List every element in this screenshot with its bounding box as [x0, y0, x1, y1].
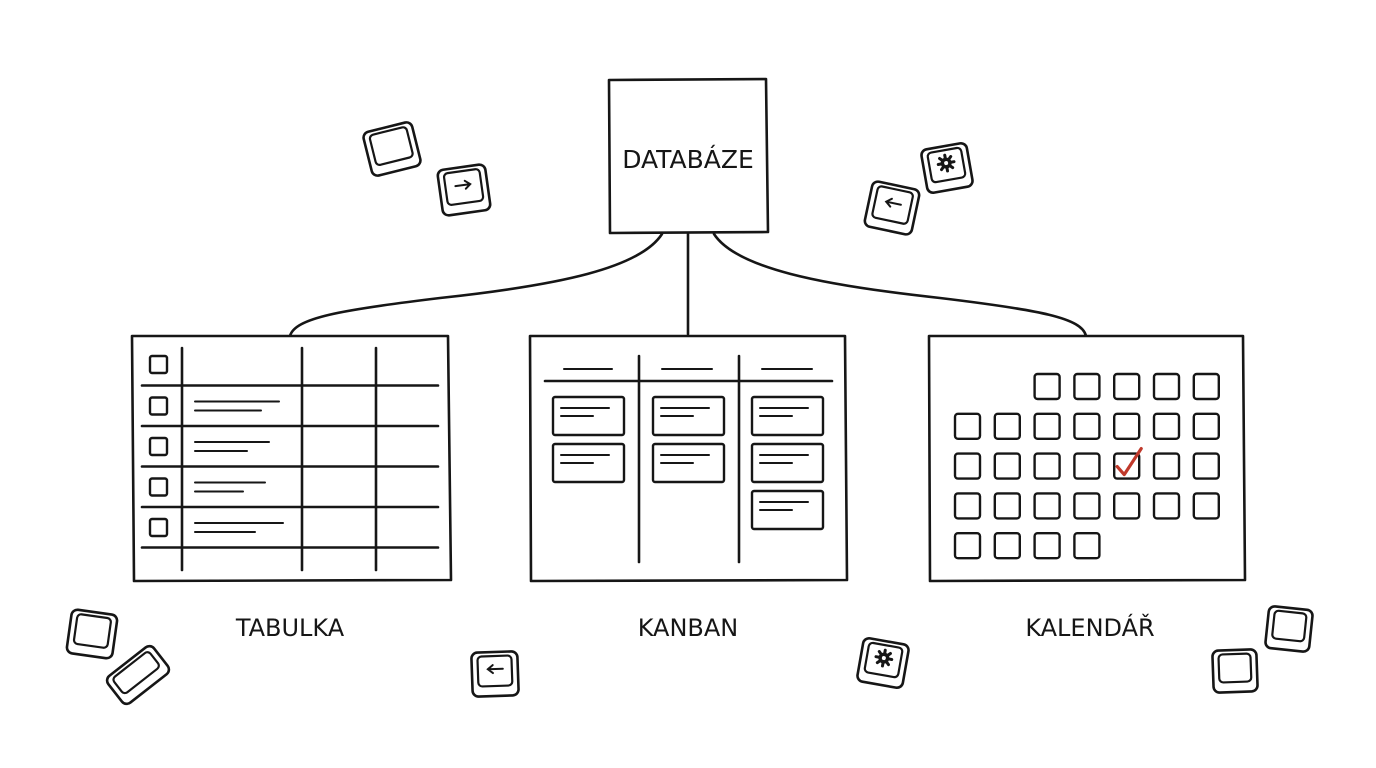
- calendar-day-cell: [1073, 412, 1101, 440]
- kanban-view-label: KANBAN: [638, 614, 739, 642]
- calendar-day-cell: [1192, 372, 1221, 401]
- kanban-view-panel: KANBAN: [528, 334, 849, 642]
- database-node-label: DATABÁZE: [622, 145, 754, 174]
- connector-lines: [288, 232, 1088, 338]
- table-header-checkbox: [148, 354, 169, 375]
- calendar-day-cell: [1033, 412, 1061, 440]
- calendar-day-cell: [1112, 492, 1141, 520]
- table-view-panel: TABULKA: [130, 334, 453, 642]
- calendar-day-cell: [1112, 412, 1141, 440]
- calendar-day-cell: [1152, 492, 1181, 520]
- keycap-top: [871, 185, 914, 225]
- calendar-day-cell: [1033, 372, 1061, 401]
- connector-root-to-table: [288, 232, 664, 338]
- check-mark-icon: [1115, 447, 1143, 477]
- table-row-checkbox: [148, 436, 169, 457]
- table-rows: [140, 354, 440, 549]
- calendar-day-cell: [1073, 532, 1101, 560]
- calendar-day-cell: [1033, 452, 1061, 480]
- calendar-day-cell: [1033, 492, 1061, 520]
- keycap-top: [112, 651, 160, 695]
- table-row-checkbox: [148, 396, 169, 416]
- arrow-left-keycap-icon: [470, 650, 520, 698]
- gear-keycap-icon: [920, 141, 974, 195]
- blank-keycap-icon: [362, 121, 422, 177]
- calendar-day-cell: [1192, 492, 1221, 520]
- calendar-day-cell: [953, 492, 982, 520]
- calendar-day-cell: [1033, 532, 1061, 560]
- calendar-day-cell: [953, 452, 982, 480]
- calendar-day-cell: [1152, 452, 1181, 480]
- gear-hole: [944, 161, 949, 166]
- gear-icon: [874, 648, 894, 668]
- gear-keycap-icon: [856, 636, 910, 690]
- calendar-day-cell: [953, 532, 982, 560]
- arrow-left-icon: [884, 197, 902, 208]
- keycap-top: [368, 126, 414, 166]
- arrow-right-icon: [454, 179, 472, 190]
- table-view-label: TABULKA: [235, 614, 345, 642]
- calendar-days: [953, 372, 1221, 560]
- calendar-view-label: KALENDÁŘ: [1025, 613, 1154, 642]
- table-row-checkbox: [148, 517, 169, 538]
- calendar-view-panel: KALENDÁŘ: [927, 334, 1247, 642]
- calendar-day-cell: [993, 492, 1021, 520]
- arrow-left-keycap-icon: [863, 180, 921, 236]
- calendar-day-cell: [993, 532, 1021, 560]
- arrow-right-keycap-icon: [436, 163, 492, 217]
- blank-keycap-icon: [105, 644, 171, 706]
- calendar-day-cell: [1192, 452, 1221, 480]
- calendar-day-cell: [1112, 372, 1141, 401]
- keycap-top: [1217, 652, 1253, 684]
- keycap-top: [442, 168, 485, 206]
- calendar-day-cell: [1073, 372, 1101, 401]
- keycap-top: [1271, 609, 1308, 643]
- kanban-cards: [551, 368, 825, 531]
- calendar-day-cell: [1192, 412, 1221, 440]
- gear-icon: [936, 153, 956, 173]
- calendar-day-cell: [1152, 372, 1181, 401]
- calendar-day-cell: [1152, 412, 1181, 440]
- blank-keycap-icon: [65, 608, 119, 660]
- decorative-keycaps: [65, 121, 1314, 706]
- table-row-checkbox: [148, 477, 169, 497]
- keycap-top: [476, 654, 514, 688]
- database-node: DATABÁZE: [607, 77, 770, 235]
- calendar-day-cell: [993, 412, 1021, 440]
- blank-keycap-icon: [1211, 648, 1259, 694]
- calendar-day-cell: [1073, 492, 1101, 520]
- connector-root-to-calendar: [712, 232, 1088, 338]
- blank-keycap-icon: [1264, 605, 1314, 653]
- calendar-day-cell: [1073, 452, 1101, 480]
- calendar-day-cell: [953, 412, 982, 440]
- gear-hole: [881, 656, 886, 661]
- calendar-day-cell: [993, 452, 1021, 480]
- keycap-top: [72, 613, 112, 649]
- arrow-left-icon: [486, 664, 504, 675]
